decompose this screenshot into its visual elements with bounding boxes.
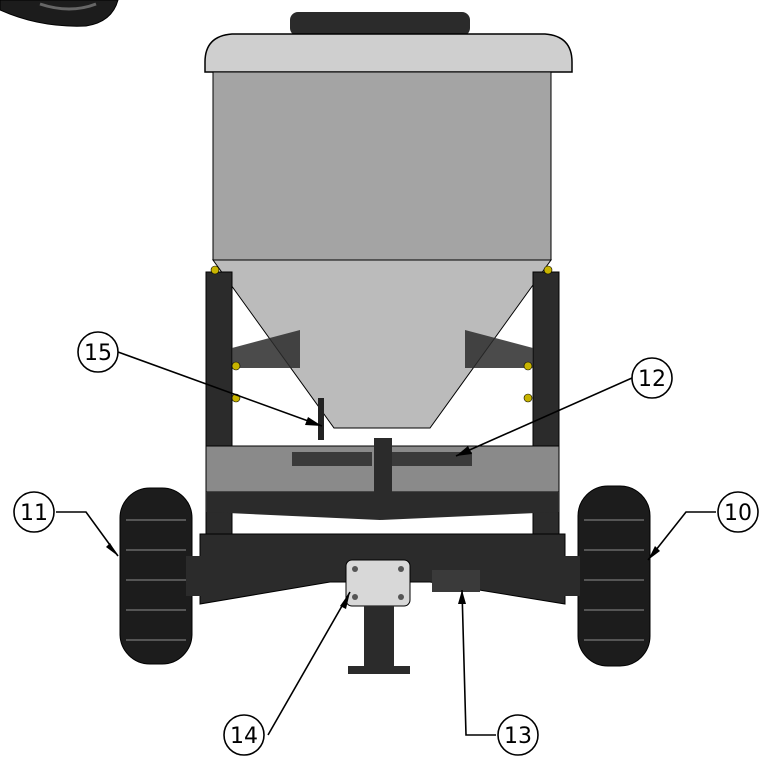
right-tire: [558, 485, 651, 667]
leader-line-14: [267, 591, 351, 736]
callout-12: 12: [631, 357, 673, 399]
hopper-lid: [204, 33, 573, 73]
gearbox-bolt: [352, 566, 358, 572]
callout-13-label: 13: [504, 724, 532, 749]
hitch-bracket: [432, 570, 480, 592]
gearbox-bolt: [398, 594, 404, 600]
deflector-plate-right: [392, 452, 472, 466]
callout-11: 11: [13, 491, 55, 533]
leader-line-12: [455, 377, 633, 457]
callout-14: 14: [223, 714, 265, 756]
hopper-cone: [212, 259, 552, 429]
leader-line-13: [461, 589, 496, 736]
callout-15: 15: [77, 331, 119, 373]
callout-10-label: 10: [724, 501, 752, 526]
gearbox-bolt: [398, 566, 404, 572]
leader-lines: [56, 351, 716, 736]
frame-right-brace: [465, 330, 533, 368]
leader-arrowheads: [106, 417, 660, 609]
corner-wheel-fragment: [0, 0, 119, 27]
callout-12-label: 12: [638, 367, 666, 392]
left-tire: [119, 487, 206, 665]
gearbox-bolt: [352, 594, 358, 600]
lid-vent: [290, 12, 470, 36]
callout-11-label: 11: [20, 501, 48, 526]
hitch-foot: [348, 666, 410, 674]
leader-line-15: [117, 351, 323, 427]
leader-line-10: [647, 511, 716, 561]
callout-14-label: 14: [230, 724, 258, 749]
hitch-tongue: [364, 606, 394, 672]
agitator-rod: [318, 398, 324, 440]
deflector-plate-left: [292, 452, 372, 466]
callout-10: 10: [717, 491, 759, 533]
hopper-body: [212, 71, 552, 261]
callout-15-label: 15: [84, 341, 112, 366]
callout-13: 13: [497, 714, 539, 756]
leader-line-11: [56, 511, 119, 557]
frame-left-brace: [232, 330, 300, 368]
frame-bolts: [210, 265, 553, 403]
under-deck-bar: [206, 492, 559, 520]
